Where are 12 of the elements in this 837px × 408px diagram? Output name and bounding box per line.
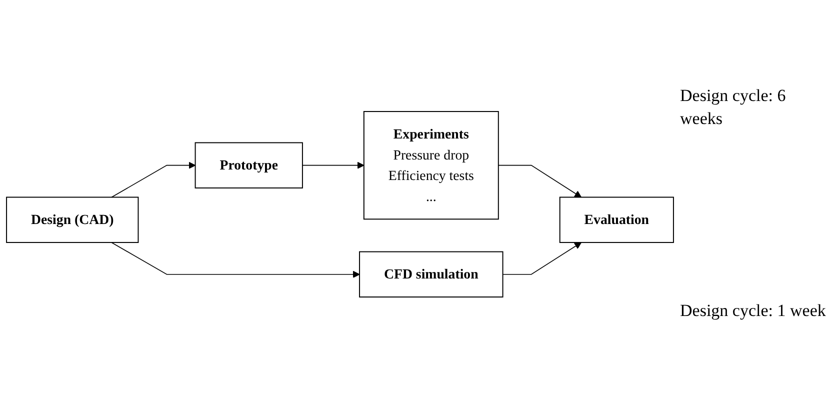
arrow [111, 242, 360, 278]
node-box: Prototype [194, 142, 303, 188]
node-box: Evaluation [559, 196, 674, 243]
note-text: Design cycle: 1 week [680, 300, 827, 322]
arrow [502, 242, 582, 275]
node-box: Design (CAD) [6, 196, 139, 243]
arrow [111, 161, 196, 198]
node-box: CFD simulation [359, 250, 504, 298]
arrow [498, 164, 582, 198]
arrow [302, 161, 364, 169]
note-text: Design cycle: 6 weeks [680, 85, 787, 130]
node-box: Experiments Pressure drop Efficiency tests ... [363, 110, 499, 220]
